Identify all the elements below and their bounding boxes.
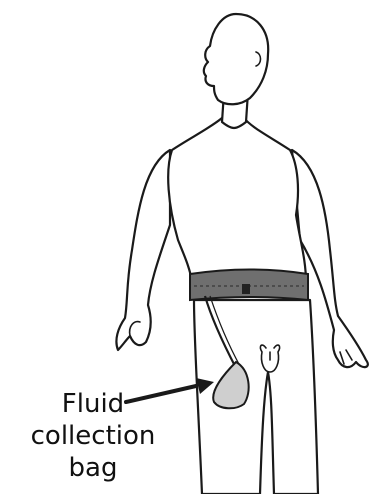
callout-line-2: collection	[8, 420, 178, 452]
right-arm-outline	[116, 150, 170, 350]
belt-buckle	[242, 284, 250, 294]
head-outline	[204, 14, 268, 104]
callout-line-1: Fluid	[8, 388, 178, 420]
fluid-collection-bag-label: Fluid collection bag	[8, 388, 178, 484]
callout-line-3: bag	[8, 452, 178, 484]
torso-outline	[168, 118, 306, 282]
